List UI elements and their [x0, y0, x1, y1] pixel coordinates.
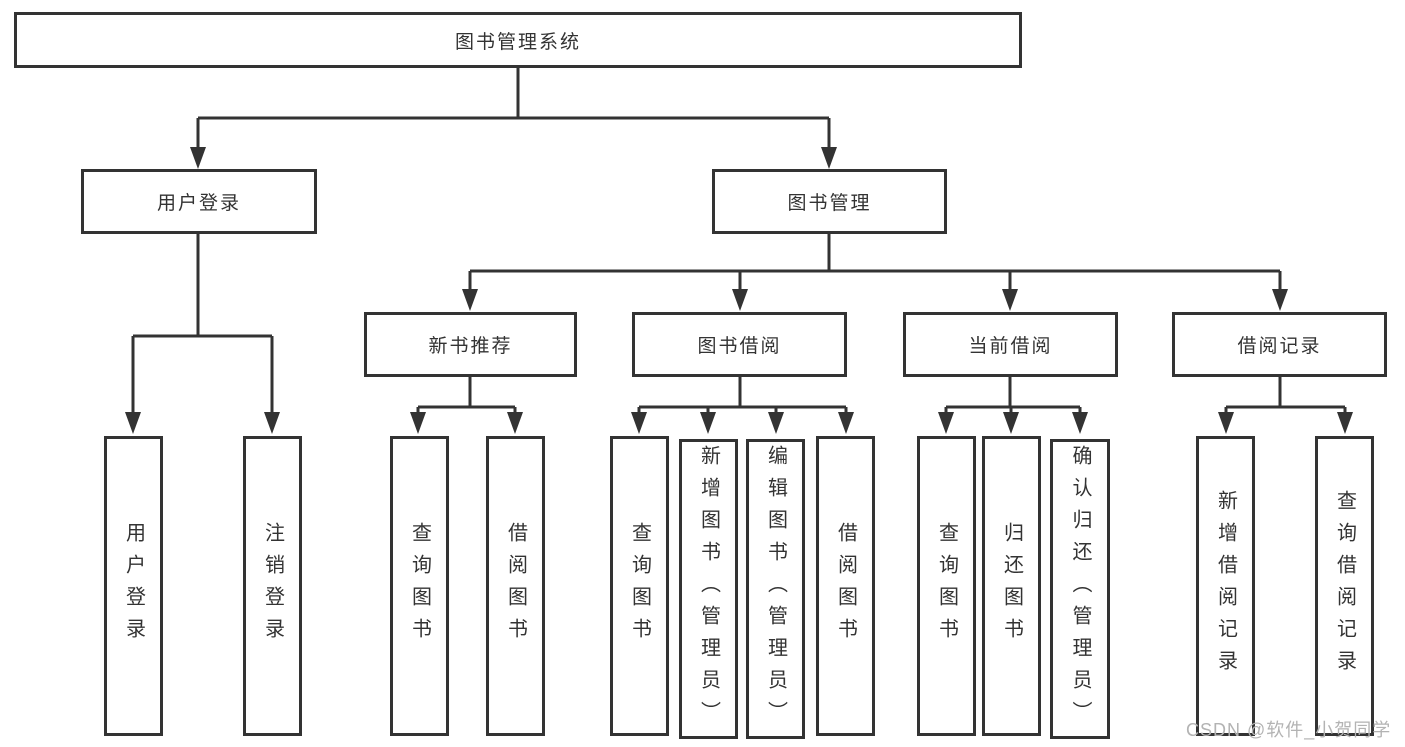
leaf-label: 借阅图书	[834, 522, 857, 650]
leaf-label: 确认归还（管理员）	[1069, 445, 1091, 733]
leaf-label: 归还图书	[1000, 522, 1023, 650]
leaf-user-login: 用户登录	[104, 436, 163, 736]
leaf-query-books-borrowing: 查询图书	[610, 436, 669, 736]
leaf-query-borrow-record: 查询借阅记录	[1315, 436, 1374, 736]
node-label: 图书管理	[787, 193, 872, 214]
node-label: 当前借阅	[968, 336, 1053, 357]
leaf-add-books-admin: 新增图书（管理员）	[679, 439, 738, 739]
leaf-label: 借阅图书	[504, 522, 527, 650]
leaf-confirm-return-admin: 确认归还（管理员）	[1050, 439, 1110, 739]
node-label: 用户登录	[156, 193, 241, 214]
node-book-borrowing: 图书借阅	[632, 312, 847, 377]
leaf-label: 注销登录	[261, 522, 284, 650]
leaf-query-books-current: 查询图书	[917, 436, 976, 736]
leaf-edit-books-admin: 编辑图书（管理员）	[746, 439, 805, 739]
node-label: 图书管理系统	[454, 31, 581, 53]
csdn-watermark: CSDN @软件_小贺同学	[1186, 720, 1392, 740]
leaf-label: 新增借阅记录	[1214, 490, 1237, 682]
leaf-query-books-recommend: 查询图书	[390, 436, 449, 736]
leaf-borrow-books-recommend: 借阅图书	[486, 436, 545, 736]
leaf-label: 查询借阅记录	[1333, 490, 1356, 682]
leaf-label: 查询图书	[628, 522, 651, 650]
node-label: 图书借阅	[697, 336, 782, 357]
leaf-logout: 注销登录	[243, 436, 302, 736]
leaf-return-books: 归还图书	[982, 436, 1041, 736]
leaf-label: 编辑图书（管理员）	[764, 445, 787, 733]
node-label: 新书推荐	[428, 336, 513, 357]
node-current-borrowing: 当前借阅	[903, 312, 1118, 377]
node-label: 借阅记录	[1237, 336, 1322, 357]
node-new-book-recommend: 新书推荐	[364, 312, 577, 377]
leaf-label: 用户登录	[122, 522, 145, 650]
node-library-management-system: 图书管理系统	[14, 12, 1022, 68]
leaf-label: 新增图书（管理员）	[697, 445, 720, 733]
leaf-add-borrow-record: 新增借阅记录	[1196, 436, 1255, 736]
leaf-label: 查询图书	[408, 522, 431, 650]
node-book-management: 图书管理	[712, 169, 947, 234]
node-borrowing-records: 借阅记录	[1172, 312, 1387, 377]
leaf-borrow-books-borrowing: 借阅图书	[816, 436, 875, 736]
leaf-label: 查询图书	[935, 522, 958, 650]
node-user-login: 用户登录	[81, 169, 317, 234]
